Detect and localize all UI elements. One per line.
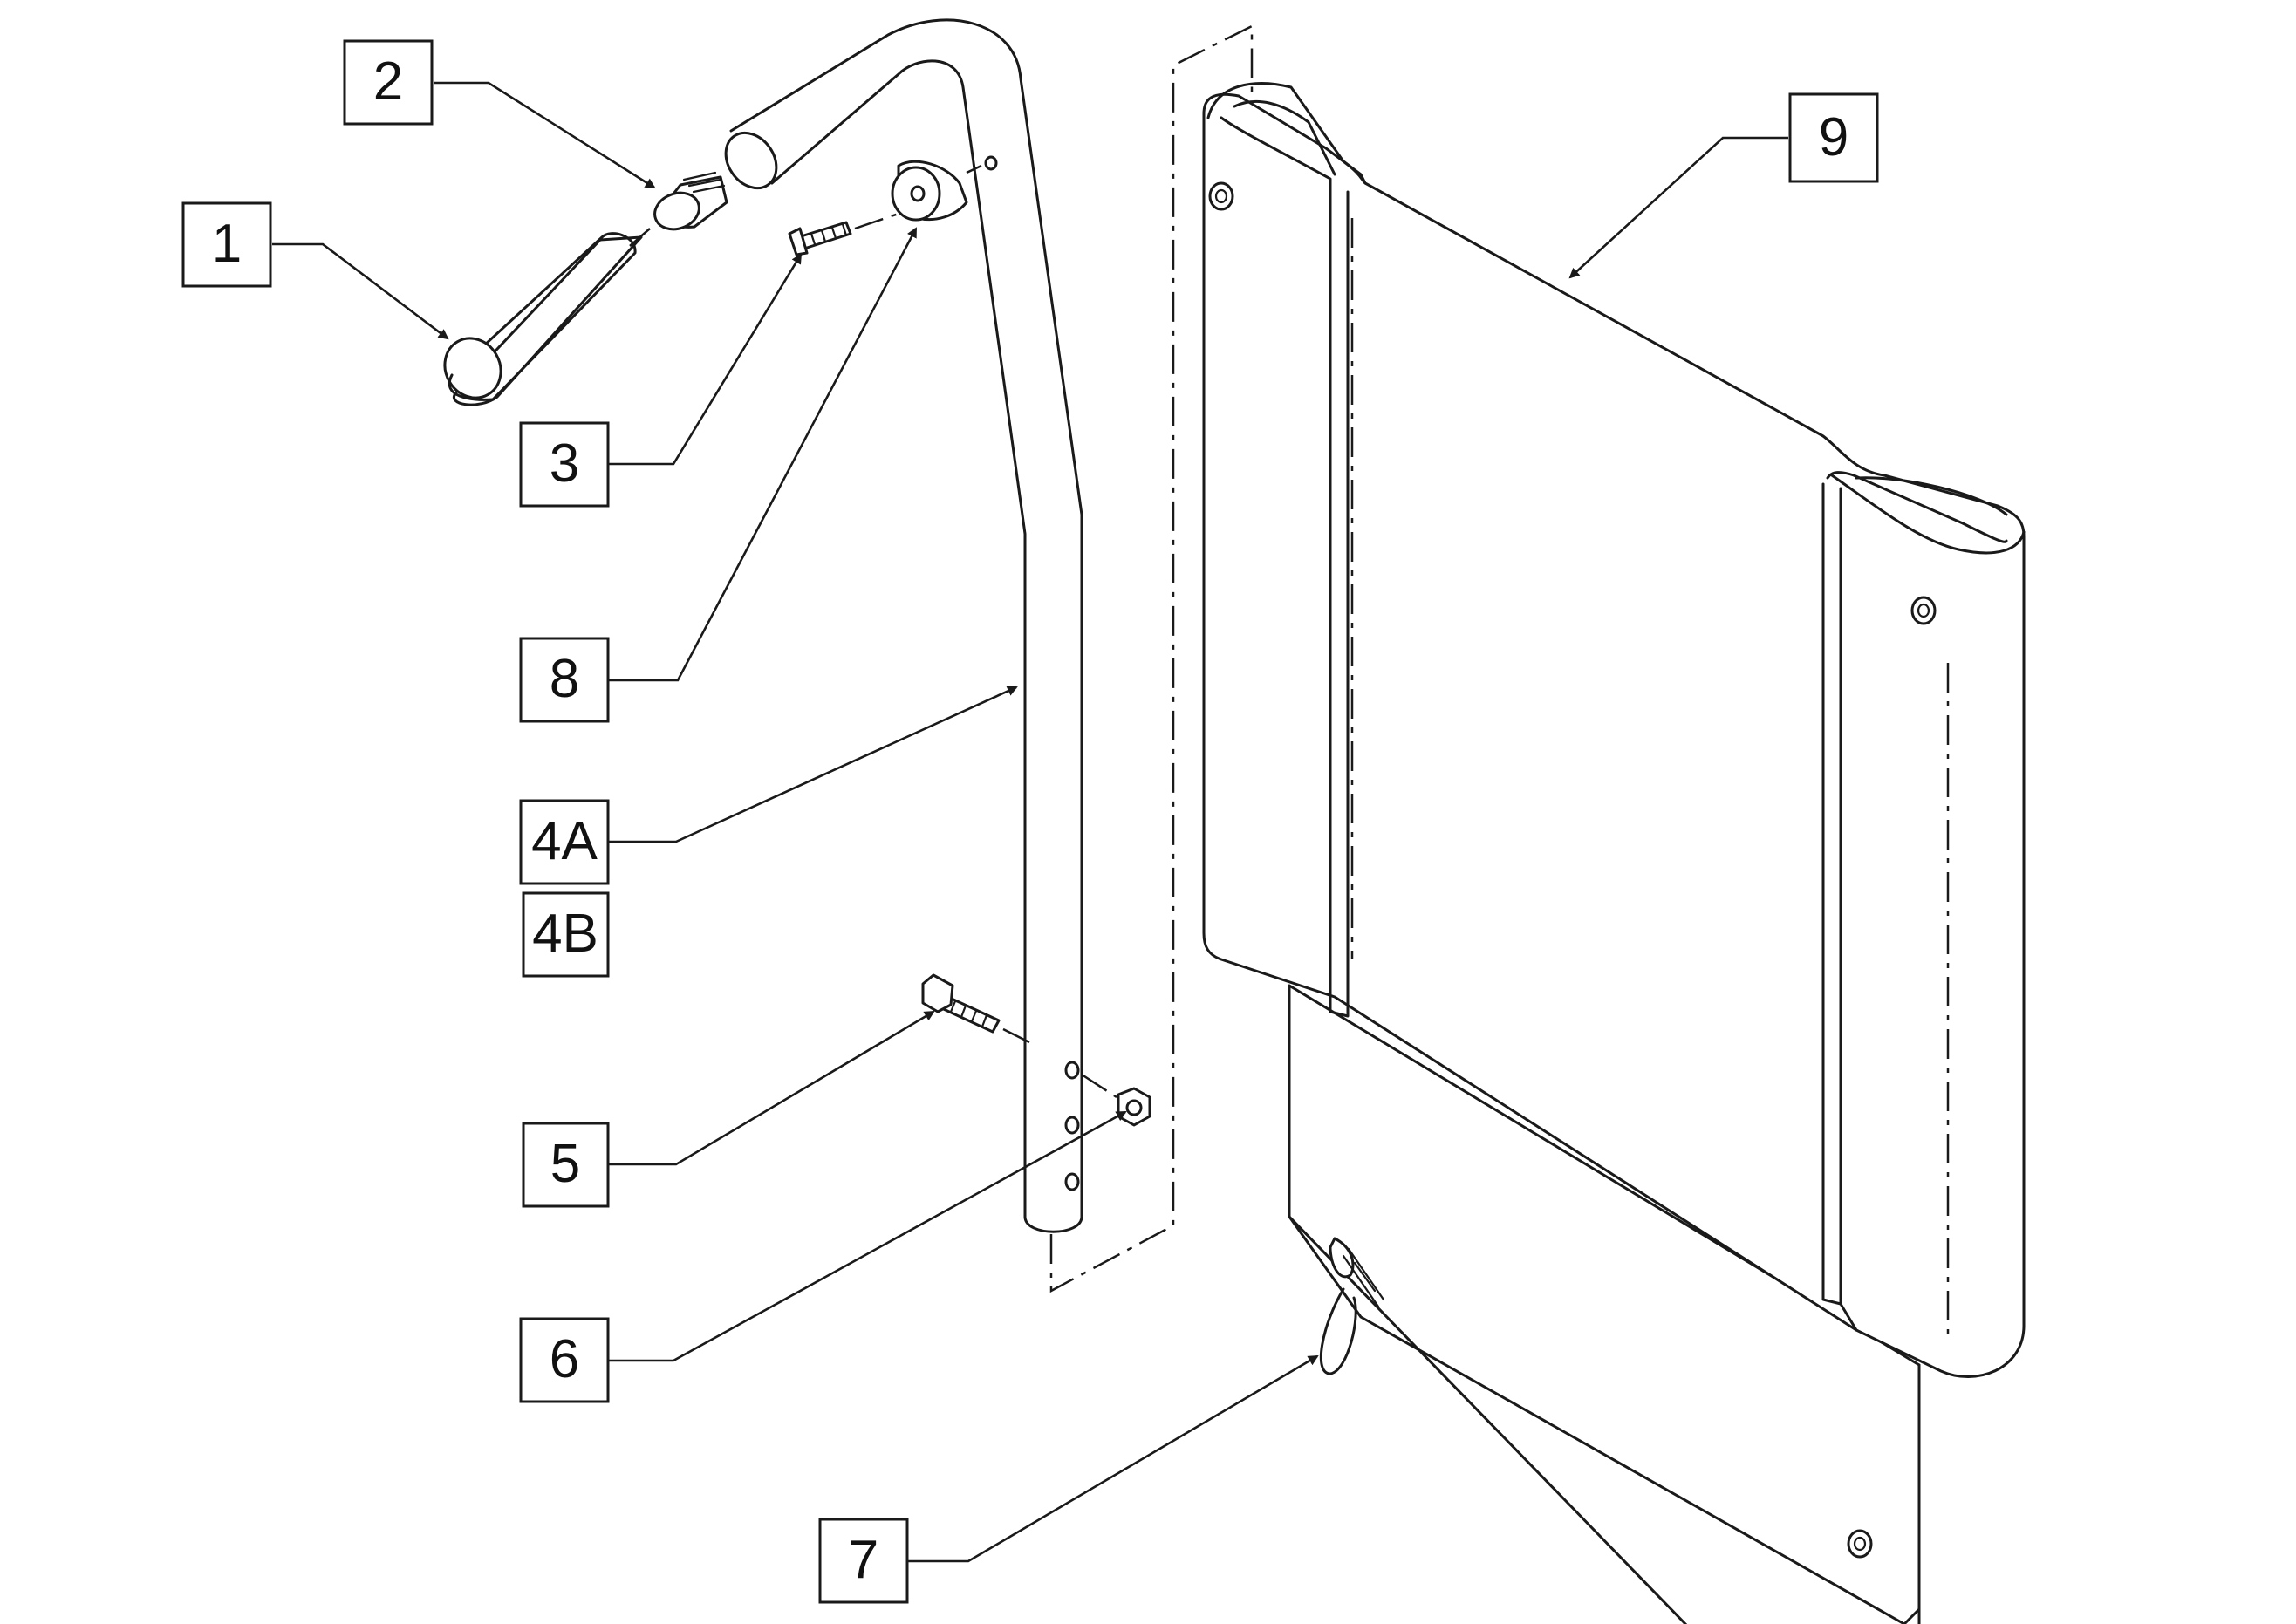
part-5-bolt [921, 973, 1030, 1044]
callout-3: 3 [519, 421, 610, 508]
part-9-armrest-panel [1202, 82, 2026, 1624]
svg-text:6: 6 [550, 1329, 579, 1389]
callout-4a: 4A [519, 799, 610, 885]
svg-text:4A: 4A [531, 811, 598, 871]
svg-text:8: 8 [550, 649, 579, 709]
callout-2: 2 [343, 39, 434, 126]
svg-text:1: 1 [212, 214, 242, 274]
svg-text:7: 7 [849, 1530, 878, 1590]
svg-text:2: 2 [373, 51, 403, 112]
svg-text:9: 9 [1819, 107, 1848, 167]
svg-text:5: 5 [550, 1134, 580, 1194]
leader-lines [272, 81, 1788, 1563]
part-8-bumper [891, 155, 998, 222]
svg-text:3: 3 [550, 433, 579, 494]
part-1-grip-sleeve [443, 232, 643, 406]
svg-text:4B: 4B [532, 904, 598, 964]
callout-8: 8 [519, 637, 610, 723]
part-4-frame-tube [724, 18, 1083, 1233]
part-7-cotter-pin [1319, 1237, 1385, 1375]
callout-7: 7 [818, 1518, 909, 1604]
assembly-centerline [1049, 24, 1254, 1293]
callout-1: 1 [181, 201, 272, 288]
callout-4b: 4B [522, 891, 610, 978]
callout-9: 9 [1788, 92, 1879, 183]
callout-6: 6 [519, 1317, 610, 1403]
callout-5: 5 [522, 1122, 610, 1208]
part-2-end-plug [629, 171, 728, 247]
part-3-screw [788, 212, 899, 256]
